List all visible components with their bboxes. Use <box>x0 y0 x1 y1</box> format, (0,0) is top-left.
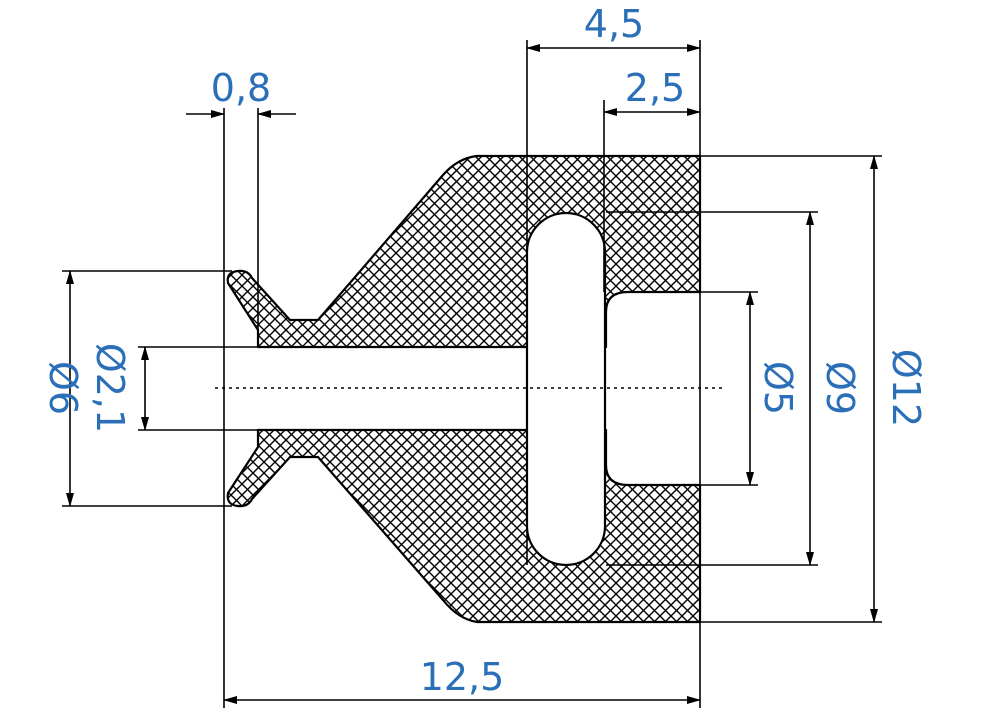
label-width-body-total: 4,5 <box>584 2 644 46</box>
label-dia-lip: Ø6 <box>41 361 85 415</box>
label-dia-groove: Ø9 <box>818 361 862 415</box>
part-lower-half <box>226 428 702 624</box>
label-width-inner-step: 2,5 <box>625 66 685 110</box>
part-cross-section <box>215 154 722 624</box>
label-length-total: 12,5 <box>420 655 505 699</box>
label-dia-inner-step: Ø5 <box>756 361 800 415</box>
label-dia-outer: Ø12 <box>884 349 928 427</box>
label-dia-bore: Ø2,1 <box>88 343 132 433</box>
extension-lines <box>62 40 882 708</box>
part-upper-half <box>226 154 702 349</box>
label-width-lip: 0,8 <box>211 66 271 110</box>
dimension-lines <box>66 44 878 704</box>
dimension-labels: 0,8 4,5 2,5 12,5 Ø6 Ø2,1 Ø5 Ø9 Ø12 <box>41 2 928 699</box>
internal-cavity <box>525 211 607 567</box>
